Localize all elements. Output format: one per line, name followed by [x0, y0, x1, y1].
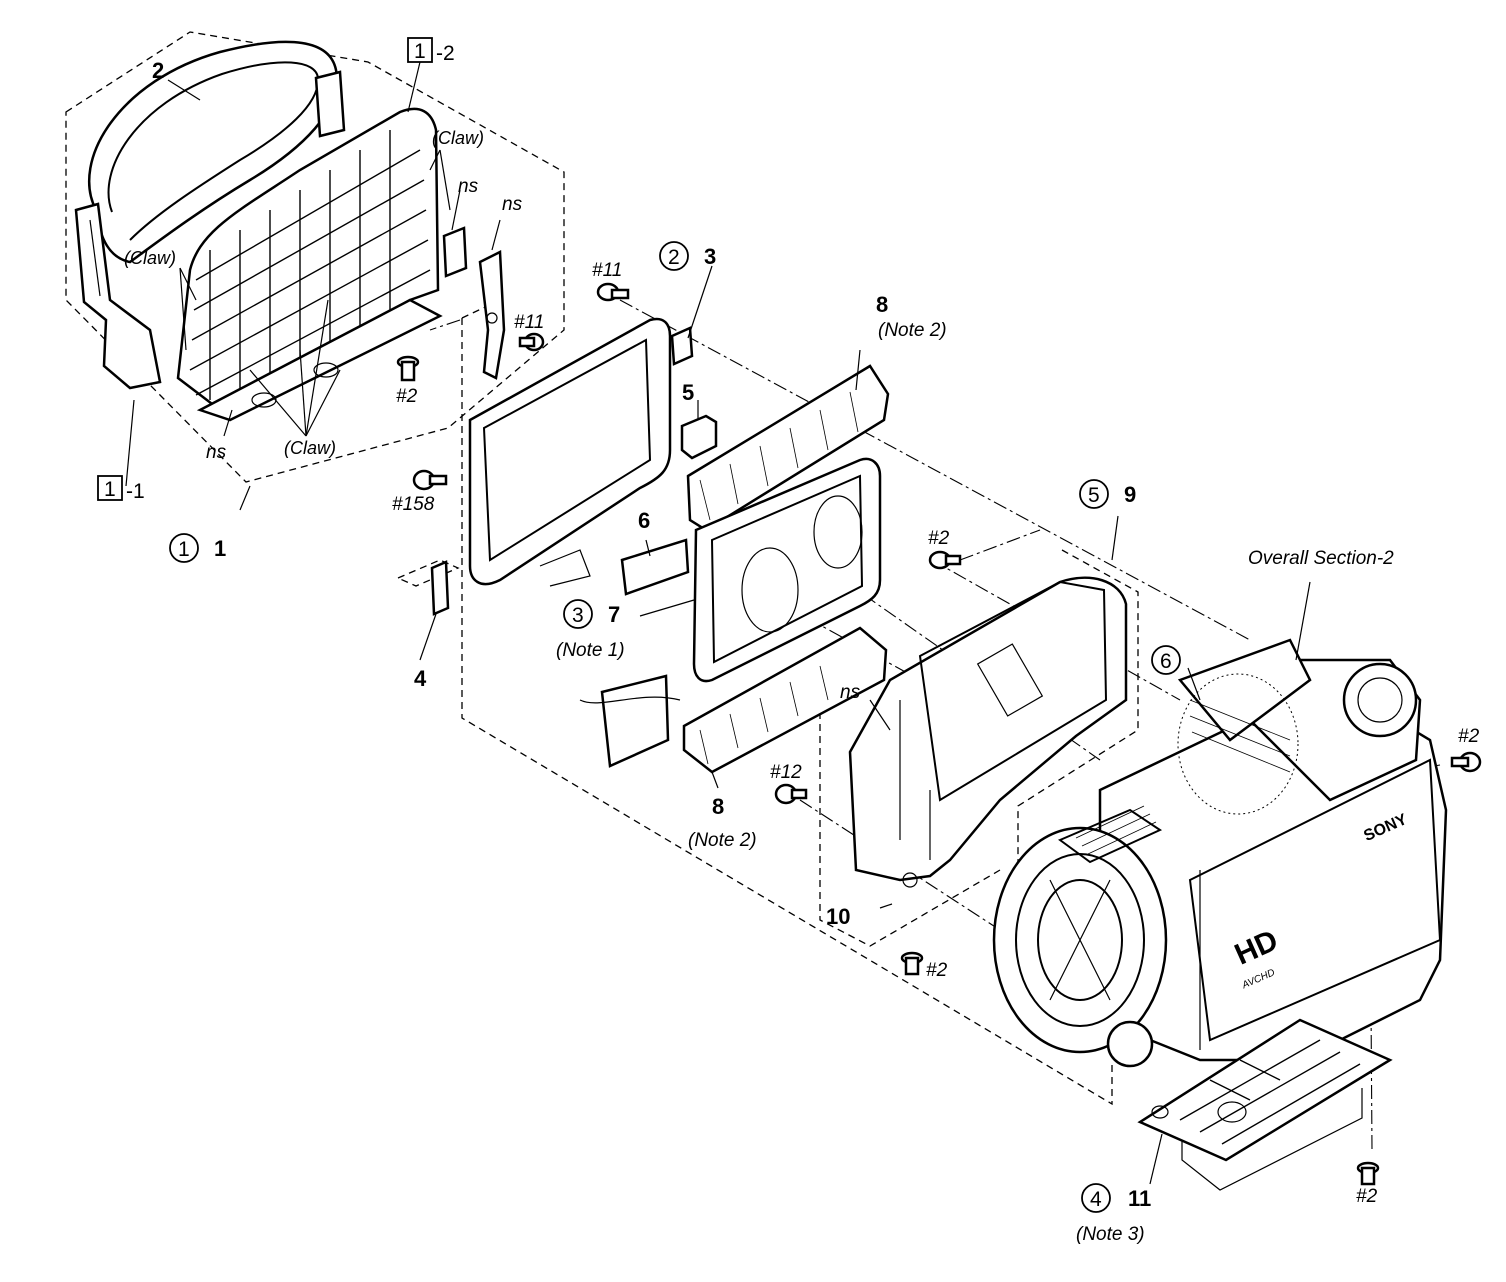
note-3: (Note 3) — [1076, 1224, 1145, 1245]
camcorder-body: SONY HD AVCHD — [992, 638, 1448, 1068]
part-8-bottom — [682, 626, 888, 774]
screw-2-a-icon — [396, 355, 420, 382]
ns-label-d: ns — [840, 682, 861, 703]
ref-8-bottom: 8 — [712, 794, 724, 819]
callout-circle-1: 1 — [169, 533, 199, 563]
bottom-plate-part — [1137, 1018, 1393, 1162]
part-5 — [680, 414, 718, 460]
callout-circle-5: 5 — [1079, 479, 1109, 509]
screw-158-label: #158 — [392, 494, 435, 515]
screw-11-label-a: #11 — [592, 260, 622, 281]
ref-5: 5 — [682, 380, 694, 405]
screw-2-c-icon — [900, 951, 924, 976]
note-1: (Note 1) — [556, 640, 625, 661]
ref-2: 2 — [152, 58, 164, 83]
note-2-bottom: (Note 2) — [688, 830, 757, 851]
note-2-top: (Note 2) — [878, 320, 947, 341]
ref-1-1: 1 -1 — [97, 475, 145, 503]
ref-1-2-box: 1 — [414, 40, 426, 63]
ref-10: 10 — [826, 904, 850, 929]
screw-2-label-a: #2 — [396, 386, 418, 407]
frame-assembly-outline — [1017, 549, 1139, 862]
screw-12-label: #12 — [770, 762, 802, 783]
ref-7: 7 — [608, 602, 620, 627]
ref-4: 4 — [414, 666, 427, 691]
screw-2-label-c: #2 — [926, 960, 948, 981]
frame-assembly-outline-left — [819, 700, 1001, 947]
ref-3: 3 — [704, 244, 716, 269]
cabinet-frame-part — [848, 576, 1128, 888]
screw-158-icon — [412, 469, 448, 491]
screw-2-e-icon — [1356, 1161, 1380, 1186]
screw-11-label-b: #11 — [514, 312, 544, 333]
circle-1-number: 1 — [178, 538, 190, 561]
screw-2-d-icon — [1450, 751, 1482, 773]
screws — [396, 282, 1482, 1186]
ns-label-c: ns — [206, 442, 227, 463]
flat-cable-part — [74, 202, 162, 390]
screw-2-b-icon — [928, 550, 962, 570]
ref-11: 11 — [1128, 1186, 1151, 1211]
callout-circle-4: 4 — [1081, 1183, 1111, 1213]
claw-label-b: (Claw) — [432, 128, 484, 148]
part-4 — [430, 560, 450, 616]
ns-label-b: ns — [502, 194, 523, 215]
grip-frame-part — [176, 107, 443, 422]
circle-5-number: 5 — [1088, 484, 1100, 507]
part-4-outline — [396, 559, 460, 587]
ref-6: 6 — [638, 508, 650, 533]
grip-belt-part — [87, 40, 346, 264]
screw-2-label-e: #2 — [1356, 1186, 1378, 1207]
callout-circle-2: 2 — [659, 241, 689, 271]
screw-11-a-icon — [596, 282, 630, 302]
circle-4-number: 4 — [1090, 1188, 1102, 1211]
leader-lines — [125, 61, 1311, 1185]
screw-2-label-d: #2 — [1458, 726, 1480, 747]
ref-1-1-box: 1 — [104, 478, 116, 501]
part-6 — [620, 538, 690, 596]
claw-label-c: (Claw) — [284, 438, 336, 458]
callout-circle-3: 3 — [563, 599, 593, 629]
section-6-dotted-area — [1177, 673, 1299, 815]
circle-2-number: 2 — [668, 246, 680, 269]
callout-circle-6: 6 — [1151, 645, 1181, 675]
bracket-parts — [442, 226, 506, 380]
ref-1-2-suffix: -2 — [436, 42, 455, 65]
lcd-frame-part — [468, 317, 694, 587]
screw-11-b-icon — [518, 332, 545, 352]
circle-3-number: 3 — [572, 604, 584, 627]
lcd-panel-part — [692, 457, 882, 683]
lcd-assembly-outline — [461, 318, 1113, 1106]
labels: 2 1 -2 1 -1 (Claw) (Claw) (Claw) ns ns n… — [97, 37, 1480, 1245]
flex-cable-part — [579, 674, 681, 768]
overall-section-label: Overall Section-2 — [1248, 548, 1394, 569]
claw-label-a: (Claw) — [124, 248, 176, 268]
ref-1: 1 — [214, 536, 226, 561]
screw-12-icon — [774, 783, 808, 805]
ns-label-a: ns — [458, 176, 479, 197]
circle-6-number: 6 — [1160, 650, 1172, 673]
ref-8-top: 8 — [876, 292, 888, 317]
screw-2-label-b: #2 — [928, 528, 950, 549]
ref-9: 9 — [1124, 482, 1136, 507]
ref-1-1-suffix: -1 — [126, 480, 145, 503]
bottom-plate-outline — [1181, 1088, 1363, 1191]
part-8-top — [686, 364, 890, 532]
ref-1-2: 1 -2 — [407, 37, 455, 65]
